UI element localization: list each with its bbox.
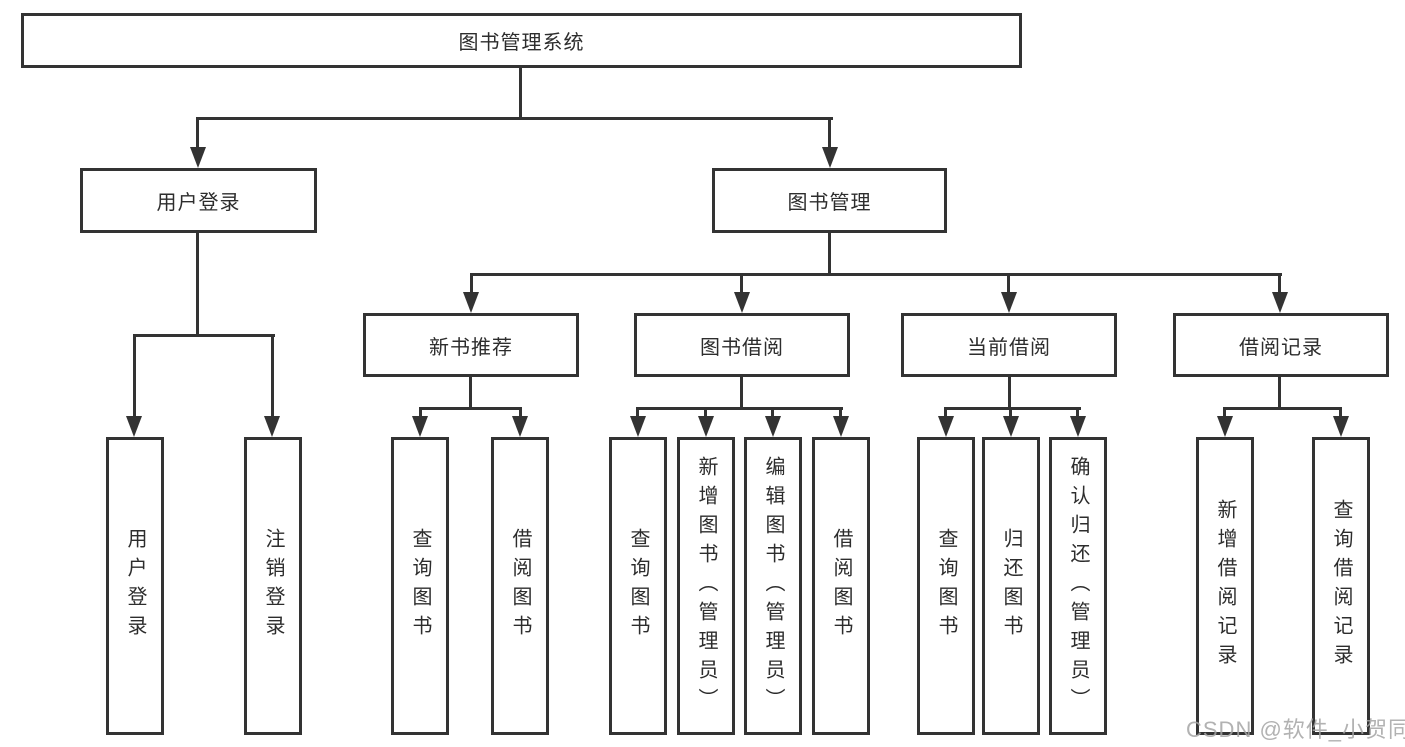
node-library-system: 图书管理系统	[21, 13, 1022, 68]
connector-line	[1223, 407, 1226, 419]
leaf-query-borrow-record: 查询借阅记录	[1312, 437, 1370, 735]
connector-line	[271, 334, 274, 419]
connector-line	[704, 407, 707, 419]
connector-line	[1278, 273, 1281, 295]
connector-line	[419, 407, 422, 419]
connector-line	[740, 377, 743, 409]
leaf-return-book: 归还图书	[982, 437, 1040, 735]
arrowhead-down-icon	[190, 147, 206, 168]
arrowhead-down-icon	[512, 416, 528, 437]
connector-line	[740, 273, 743, 295]
arrowhead-down-icon	[463, 292, 479, 313]
connector-line	[196, 233, 199, 336]
connector-line	[470, 273, 473, 295]
arrowhead-down-icon	[1217, 416, 1233, 437]
connector-line	[1223, 407, 1342, 410]
arrowhead-down-icon	[1272, 292, 1288, 313]
connector-line	[771, 407, 774, 419]
arrowhead-down-icon	[1001, 292, 1017, 313]
connector-line	[636, 407, 843, 410]
connector-line	[839, 407, 842, 419]
leaf-confirm-return-admin: 确认归还（管理员）	[1049, 437, 1107, 735]
leaf-edit-book-admin: 编辑图书（管理员）	[744, 437, 802, 735]
arrowhead-down-icon	[698, 416, 714, 437]
csdn-watermark: CSDN @软件_小贺同学	[1186, 717, 1405, 742]
node-book-management: 图书管理	[712, 168, 947, 233]
leaf-query-book-borrow: 查询图书	[609, 437, 667, 735]
connector-line	[196, 117, 199, 150]
leaf-borrow-book: 借阅图书	[812, 437, 870, 735]
connector-line	[1007, 273, 1010, 295]
arrowhead-down-icon	[1070, 416, 1086, 437]
connector-line	[944, 407, 1081, 410]
connector-line	[1339, 407, 1342, 419]
node-borrow-record: 借阅记录	[1173, 313, 1389, 377]
arrowhead-down-icon	[822, 147, 838, 168]
arrowhead-down-icon	[126, 416, 142, 437]
connector-line	[1009, 407, 1012, 419]
arrowhead-down-icon	[1333, 416, 1349, 437]
connector-line	[133, 334, 275, 337]
connector-line	[519, 68, 522, 119]
node-current-borrow: 当前借阅	[901, 313, 1117, 377]
leaf-borrow-book-recommend: 借阅图书	[491, 437, 549, 735]
connector-line	[469, 377, 472, 409]
arrowhead-down-icon	[938, 416, 954, 437]
node-new-book-recommend: 新书推荐	[363, 313, 579, 377]
connector-line	[470, 273, 1282, 276]
connector-line	[133, 334, 136, 419]
leaf-query-book-current: 查询图书	[917, 437, 975, 735]
arrowhead-down-icon	[734, 292, 750, 313]
connector-line	[944, 407, 947, 419]
connector-line	[419, 407, 522, 410]
connector-line	[1278, 377, 1281, 409]
leaf-user-login: 用户登录	[106, 437, 164, 735]
connector-line	[197, 117, 833, 120]
arrowhead-down-icon	[630, 416, 646, 437]
arrowhead-down-icon	[833, 416, 849, 437]
connector-line	[519, 407, 522, 419]
node-user-login: 用户登录	[80, 168, 317, 233]
arrowhead-down-icon	[264, 416, 280, 437]
leaf-query-book-recommend: 查询图书	[391, 437, 449, 735]
arrowhead-down-icon	[765, 416, 781, 437]
connector-line	[828, 233, 831, 275]
connector-line	[828, 117, 831, 150]
leaf-add-book-admin: 新增图书（管理员）	[677, 437, 735, 735]
arrowhead-down-icon	[1003, 416, 1019, 437]
connector-line	[1008, 377, 1011, 409]
node-book-borrow: 图书借阅	[634, 313, 850, 377]
connector-line	[636, 407, 639, 419]
leaf-logout: 注销登录	[244, 437, 302, 735]
arrowhead-down-icon	[412, 416, 428, 437]
leaf-add-borrow-record: 新增借阅记录	[1196, 437, 1254, 735]
connector-line	[1076, 407, 1079, 419]
